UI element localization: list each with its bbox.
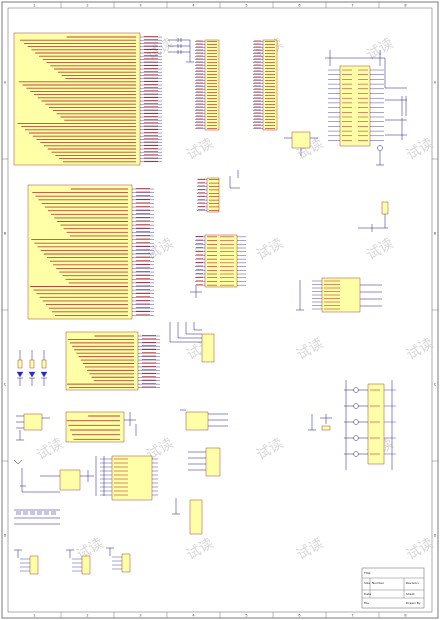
row-marker: C	[4, 383, 7, 387]
bottom-connector-row	[14, 547, 131, 575]
voltage-regulator-block	[284, 131, 318, 156]
logic-ic-right	[296, 277, 382, 313]
column-marker: 5	[245, 4, 247, 8]
watermark-text: 试读	[184, 535, 217, 564]
column-marker: 8	[404, 614, 406, 618]
mcu-pin-table-block-2	[27, 184, 154, 320]
date-label: Date	[364, 592, 371, 596]
number-label: Number	[372, 581, 385, 585]
column-marker: 3	[139, 4, 141, 8]
row-marker: D	[434, 534, 437, 538]
column-marker: 2	[86, 4, 88, 8]
drawn-by-label: Drawn By	[406, 601, 421, 605]
column-marker: 3	[139, 614, 141, 618]
watermark-text: 试读	[404, 335, 437, 364]
buffer-ic-2	[188, 447, 221, 477]
watermark-text: 试读	[254, 235, 287, 264]
row-marker: B	[4, 232, 7, 236]
row-marker: A	[4, 81, 7, 85]
transistor-driver-stage	[344, 380, 396, 470]
interface-ic-top-right	[325, 50, 407, 166]
column-marker: 4	[192, 4, 195, 8]
header-connector-right	[253, 39, 278, 131]
small-ic-left	[16, 413, 50, 441]
row-marker: D	[4, 534, 7, 538]
column-marker: 1	[33, 614, 35, 618]
column-marker: 7	[351, 614, 353, 618]
serial-ic-block	[95, 455, 158, 501]
row-marker: A	[434, 81, 437, 85]
column-marker: 2	[86, 614, 88, 618]
mid-connector-1	[197, 170, 240, 213]
mid-connector-3	[169, 322, 215, 363]
size-label: Size	[364, 581, 370, 585]
column-marker: 1	[33, 4, 35, 8]
title-block: Title Size Number Revision Date Sheet Fi…	[361, 567, 425, 609]
column-marker: 4	[192, 614, 195, 618]
watermark-text: 试读	[404, 135, 437, 164]
power-supply-block	[13, 459, 94, 493]
column-marker: 8	[404, 4, 406, 8]
column-marker: 5	[245, 614, 247, 618]
title-label: Title	[363, 571, 371, 575]
column-marker: 6	[298, 614, 300, 618]
pullup-resistor-network	[358, 201, 389, 232]
header-connector-left	[195, 39, 220, 131]
watermark-text: 试读	[364, 235, 397, 264]
mcu-pin-table-block-4	[65, 411, 137, 443]
decoupling-capacitor-group	[168, 38, 194, 63]
crystal-oscillator	[308, 414, 332, 431]
mid-connector-2	[190, 234, 246, 298]
capacitor-bank	[14, 509, 60, 525]
watermark-text: 试读	[254, 435, 287, 464]
row-marker: C	[434, 383, 437, 387]
file-label: File	[364, 601, 369, 605]
column-marker: 6	[298, 4, 300, 8]
watermark-text: 试读	[34, 435, 67, 464]
row-marker: B	[434, 232, 437, 236]
watermark-text: 试读	[294, 535, 327, 564]
column-marker: 7	[351, 4, 353, 8]
revision-label: Revision	[406, 581, 419, 585]
sheet-label: Sheet	[406, 592, 415, 596]
lower-connector-1	[172, 498, 203, 535]
mcu-pin-table-block-3	[65, 331, 160, 391]
watermark-text: 试读	[404, 535, 437, 564]
mcu-pin-table-block	[13, 32, 162, 166]
watermark-text: 试读	[294, 335, 327, 364]
buffer-ic-1	[180, 409, 228, 431]
status-led-group	[16, 350, 48, 386]
watermark-text: 试读	[184, 135, 217, 164]
